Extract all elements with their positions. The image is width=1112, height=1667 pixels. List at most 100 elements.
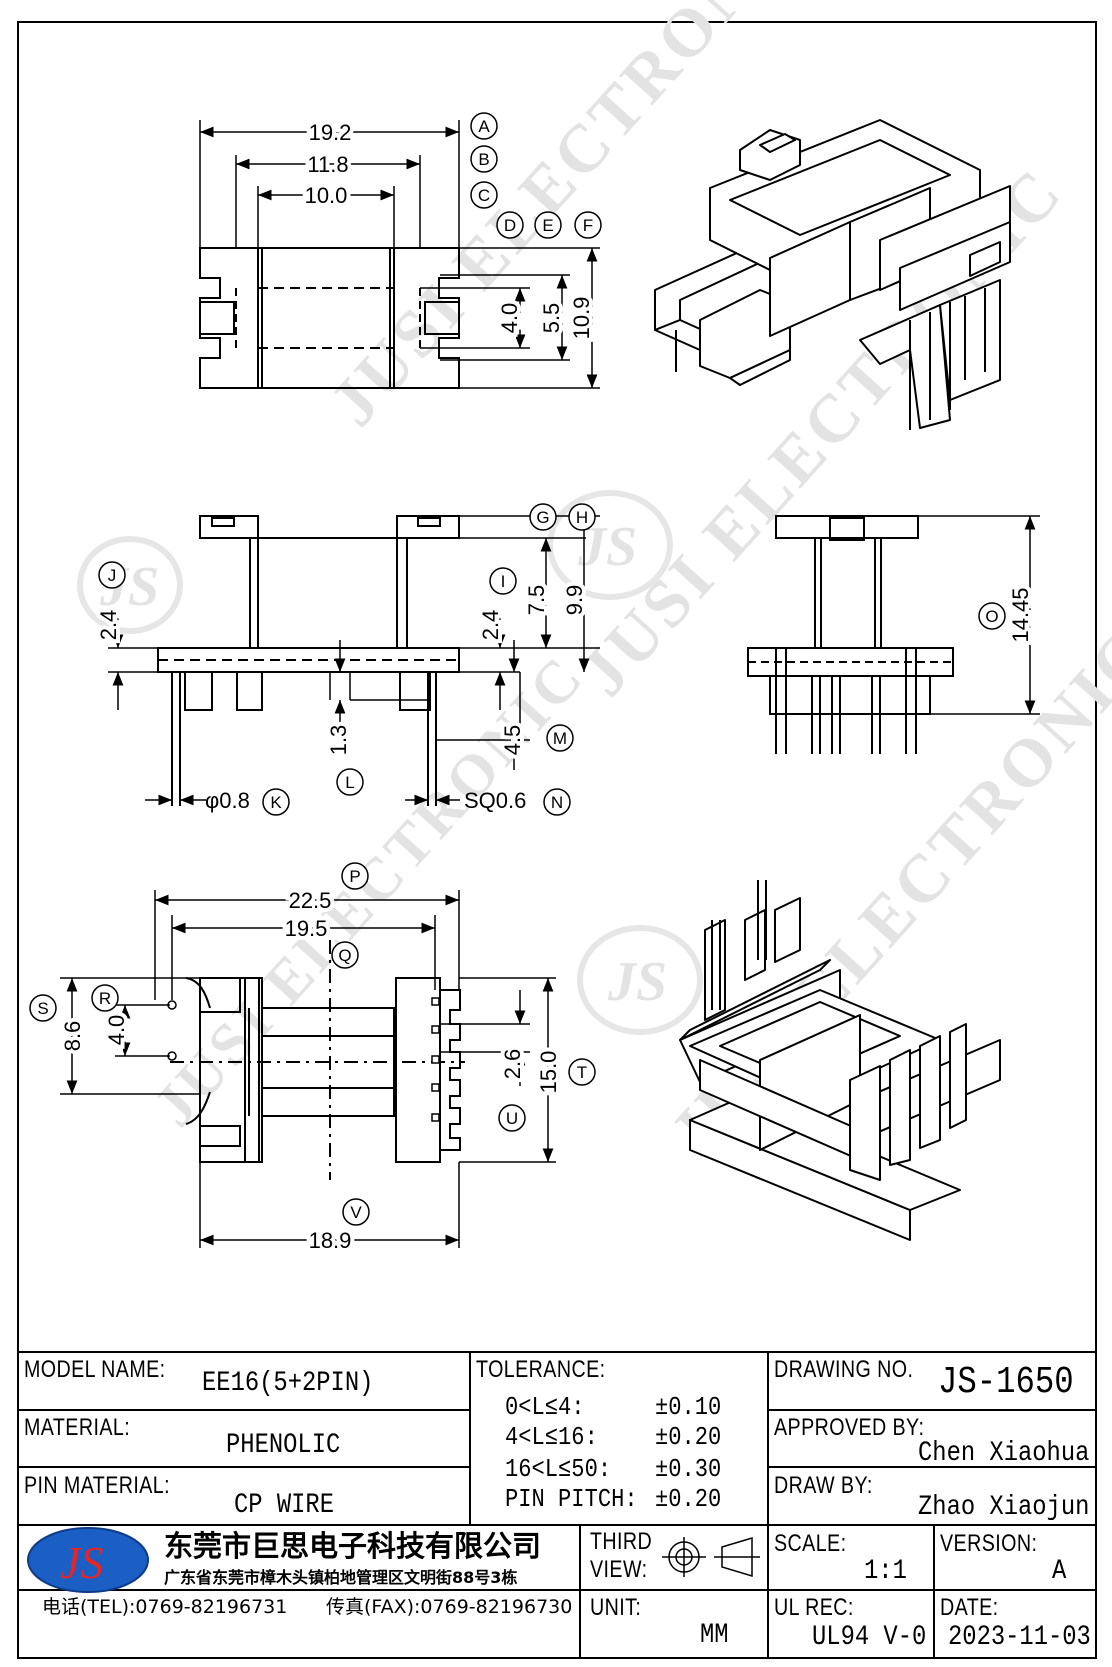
dim-tag: L xyxy=(345,773,354,792)
dim-tag: K xyxy=(270,793,282,812)
dim-tag: D xyxy=(504,216,516,235)
dim-tag: J xyxy=(108,566,117,585)
approved-by-label: APPROVED BY: xyxy=(774,1414,925,1441)
side-view xyxy=(157,515,460,806)
top-view-labels: 19.2 11.8 10.0 4.0 5.5 10.9 xyxy=(301,116,598,343)
model-name-label: MODEL NAME: xyxy=(24,1356,166,1383)
top-view-dimensions xyxy=(199,120,600,389)
watermark-logo xyxy=(77,536,183,634)
approved-by-value: Chen Xiaohua xyxy=(918,1438,1090,1469)
dim-label: 5.5 xyxy=(539,303,564,334)
isometric-view-bottom xyxy=(679,880,1001,1241)
bottom-view-pins xyxy=(167,997,440,1122)
pin xyxy=(431,1025,440,1034)
unit-label: UNIT: xyxy=(590,1594,642,1621)
ul-rec-value: UL94 V-0 xyxy=(812,1622,927,1653)
tolerance-value: ±0.10 xyxy=(655,1392,722,1422)
pin-material-label: PIN MATERIAL: xyxy=(24,1472,171,1499)
dim-tag: B xyxy=(478,150,489,169)
dim-label: 4.0 xyxy=(104,1015,129,1046)
tolerance-range: 16<L≤50: xyxy=(505,1454,612,1484)
tolerance-value: ±0.20 xyxy=(655,1484,722,1514)
drawing-no-label: DRAWING NO. xyxy=(774,1356,914,1383)
dim-label: 2.4 xyxy=(96,610,121,641)
drawing-border xyxy=(17,21,1097,1659)
dim-tag: M xyxy=(553,729,567,748)
dim-tag: S xyxy=(37,999,48,1018)
date-label: DATE: xyxy=(940,1594,999,1621)
tolerance-range: PIN PITCH: xyxy=(505,1484,638,1514)
dim-label: 10.9 xyxy=(569,297,594,340)
dim-tag: H xyxy=(576,508,588,527)
company-address: 广东省东莞市樟木头镇柏地管理区文明街88号3栋 xyxy=(164,1568,518,1587)
pin xyxy=(431,1113,440,1122)
bottom-view-tags: P Q R S T U V xyxy=(29,862,596,1226)
dim-label: 2.4 xyxy=(478,610,503,641)
tolerance-value: ±0.20 xyxy=(655,1422,722,1452)
dim-tag: O xyxy=(985,607,998,626)
pin xyxy=(431,997,440,1006)
bottom-view-labels: 22.5 19.5 8.6 4.0 2.6 15.0 18.9 xyxy=(56,884,565,1257)
dim-tag: G xyxy=(536,508,549,527)
company-name: 东莞市巨思电子科技有限公司 xyxy=(164,1529,542,1563)
dim-tag: N xyxy=(551,793,563,812)
left-flange-outline xyxy=(199,247,263,389)
material-label: MATERIAL: xyxy=(24,1414,131,1441)
dim-label: 19.5 xyxy=(285,916,328,941)
end-view xyxy=(747,515,954,754)
dim-tag: Q xyxy=(338,946,351,965)
left-flange-slot xyxy=(199,301,235,335)
dim-label: 4.5 xyxy=(500,725,525,756)
tolerance-range: 4<L≤16: xyxy=(505,1422,598,1452)
unit-value: MM xyxy=(700,1620,729,1651)
tolerance-value: ±0.30 xyxy=(655,1454,722,1484)
phone: 电话(TEL):0769-82196731 xyxy=(42,1596,288,1618)
version-value: A xyxy=(1052,1556,1067,1587)
tolerance-label: TOLERANCE: xyxy=(476,1356,606,1383)
pin xyxy=(431,1083,440,1092)
company-logo: JS xyxy=(27,1527,149,1593)
dim-tag: C xyxy=(478,186,490,205)
dim-label: 10.0 xyxy=(305,183,348,208)
drawing-no-value: JS-1650 xyxy=(938,1361,1074,1404)
side-view-tags: G H I J K L M N xyxy=(98,503,596,816)
end-view-dimensions xyxy=(916,515,1040,715)
top-view-tags: A B C D E F xyxy=(470,112,602,239)
draw-by-label: DRAW BY: xyxy=(774,1472,873,1499)
dim-tag: F xyxy=(583,216,593,235)
dim-label: 8.6 xyxy=(60,1021,85,1052)
right-flange xyxy=(395,977,441,1163)
company-logo-text: JS xyxy=(60,1537,103,1588)
dim-label: 18.9 xyxy=(309,1228,352,1253)
dim-label: 11.8 xyxy=(307,152,348,177)
top-flange-left xyxy=(199,515,259,539)
third-view-label: THIRD xyxy=(590,1528,653,1555)
dim-tag: U xyxy=(506,1109,518,1128)
dim-label: φ0.8 xyxy=(205,788,250,813)
dim-label: 19.2 xyxy=(309,120,352,145)
dim-label: 9.9 xyxy=(562,585,587,616)
dim-tag: I xyxy=(501,572,506,591)
watermark-logo xyxy=(577,925,703,1035)
dim-tag: A xyxy=(478,117,490,136)
dim-tag: R xyxy=(99,989,111,1008)
date-value: 2023-11-03 xyxy=(948,1622,1091,1653)
right-flange-slot xyxy=(424,301,460,335)
left-flange xyxy=(199,977,241,1013)
pin xyxy=(431,1055,440,1064)
bottom-view xyxy=(170,940,465,1180)
version-label: VERSION: xyxy=(940,1530,1038,1557)
material-value: PHENOLIC xyxy=(226,1430,341,1461)
pin-material-value: CP WIRE xyxy=(234,1490,334,1521)
draw-by-value: Zhao Xiaojun xyxy=(918,1492,1090,1523)
dim-label: 7.5 xyxy=(524,585,549,616)
bottom-view-dimensions xyxy=(60,890,556,1248)
isometric-view-top xyxy=(654,119,1011,430)
dim-label: 14.45 xyxy=(1008,587,1033,642)
watermark-text: JUSI ELECTRONIC xyxy=(141,642,597,1138)
third-angle-symbol xyxy=(662,1536,760,1578)
third-view-label: VIEW: xyxy=(590,1556,648,1583)
scale-value: 1:1 xyxy=(864,1556,907,1587)
dim-label: 22.5 xyxy=(289,888,332,913)
